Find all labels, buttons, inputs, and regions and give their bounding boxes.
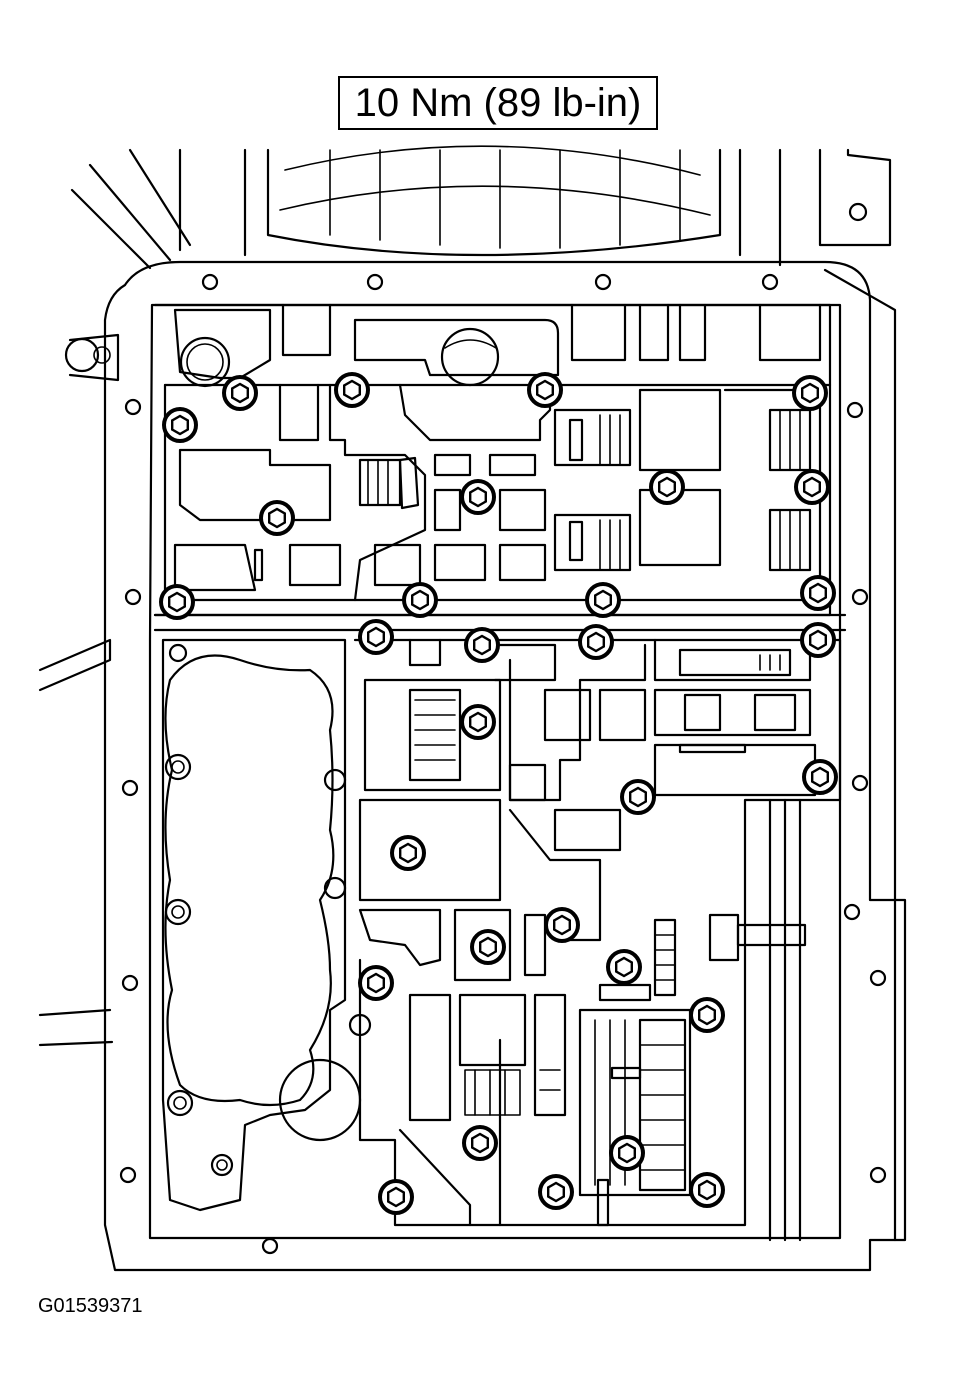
circled-hex-bolt-icon	[462, 1125, 498, 1161]
torque-bolts	[159, 372, 838, 1215]
side-linkage	[38, 333, 120, 1047]
circled-hex-bolt-icon	[578, 624, 614, 660]
circled-hex-bolt-icon	[162, 407, 198, 443]
circled-hex-bolt-icon	[800, 575, 836, 611]
circled-hex-bolt-icon	[606, 949, 642, 985]
circled-hex-bolt-icon	[470, 929, 506, 965]
circled-hex-bolt-icon	[460, 704, 496, 740]
circled-hex-bolt-icon	[609, 1135, 645, 1171]
circled-hex-bolt-icon	[390, 835, 426, 871]
circled-hex-bolt-icon	[689, 1172, 725, 1208]
circled-hex-bolt-icon	[222, 375, 258, 411]
lower-right-valve-body	[353, 638, 842, 1242]
circled-hex-bolt-icon	[259, 500, 295, 536]
circled-hex-bolt-icon	[159, 584, 195, 620]
flange-holes	[119, 273, 887, 1255]
circled-hex-bolt-icon	[792, 375, 828, 411]
circled-hex-bolt-icon	[538, 1174, 574, 1210]
circled-hex-bolt-icon	[800, 622, 836, 658]
upper-valve-body	[153, 303, 847, 632]
circled-hex-bolt-icon	[794, 469, 830, 505]
torque-spec-label: 10 Nm (89 lb-in)	[338, 76, 658, 130]
circled-hex-bolt-icon	[334, 372, 370, 408]
circled-hex-bolt-icon	[358, 965, 394, 1001]
circled-hex-bolt-icon	[464, 627, 500, 663]
circled-hex-bolt-icon	[378, 1179, 414, 1215]
circled-hex-bolt-icon	[802, 759, 838, 795]
circled-hex-bolt-icon	[527, 372, 563, 408]
figure-id-label: G01539371	[38, 1295, 143, 1317]
circled-hex-bolt-icon	[358, 619, 394, 655]
circled-hex-bolt-icon	[585, 582, 621, 618]
circled-hex-bolt-icon	[649, 469, 685, 505]
circled-hex-bolt-icon	[620, 779, 656, 815]
circled-hex-bolt-icon	[544, 907, 580, 943]
upper-housing	[70, 145, 897, 1242]
circled-hex-bolt-icon	[689, 997, 725, 1033]
lower-left-cover	[161, 638, 372, 1212]
circled-hex-bolt-icon	[460, 479, 496, 515]
circled-hex-bolt-icon	[402, 582, 438, 618]
